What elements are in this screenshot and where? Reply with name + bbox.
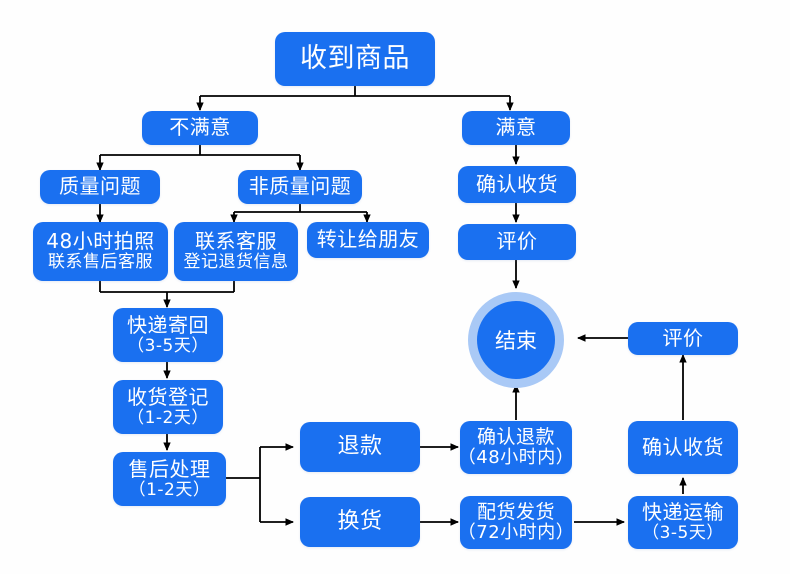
node-express-back[interactable]: 快递寄回 （3-5天）: [113, 308, 223, 362]
node-refund-label: 退款: [337, 434, 383, 460]
node-non-quality-issue-label: 非质量问题: [248, 174, 352, 199]
node-photo-48h[interactable]: 48小时拍照 联系售后客服: [33, 222, 168, 281]
node-express-transport-line1: 快递运输: [642, 500, 724, 525]
node-confirm-receipt-right-label: 确认收货: [642, 434, 724, 459]
node-confirm-receipt-top[interactable]: 确认收货: [458, 166, 576, 203]
node-receive-register-line2: （1-2天）: [127, 407, 209, 428]
node-confirm-receipt-right[interactable]: 确认收货: [628, 421, 738, 474]
node-exchange-label: 换货: [337, 509, 383, 535]
node-review-right[interactable]: 评价: [628, 322, 738, 355]
node-exchange[interactable]: 换货: [300, 497, 420, 547]
node-express-transport-line2: （3-5天）: [642, 523, 724, 544]
node-review-right-label: 评价: [662, 325, 704, 350]
node-end-label: 结束: [495, 329, 537, 353]
node-confirm-refund-line1: 确认退款: [476, 426, 555, 449]
node-receive-register-line1: 收货登记: [127, 384, 209, 409]
node-dispatch-ship-line1: 配货发货: [476, 501, 555, 524]
node-non-quality-issue[interactable]: 非质量问题: [238, 170, 362, 204]
node-transfer-friend[interactable]: 转让给朋友: [307, 222, 429, 258]
node-transfer-friend-label: 转让给朋友: [316, 227, 420, 252]
node-review-top[interactable]: 评价: [458, 224, 576, 260]
node-after-sales-line1: 售后处理: [128, 456, 211, 481]
node-quality-issue-label: 质量问题: [59, 174, 141, 199]
node-confirm-receipt-top-label: 确认收货: [476, 171, 558, 196]
node-after-sales-line2: （1-2天）: [128, 479, 211, 500]
node-express-back-line1: 快递寄回: [127, 312, 209, 337]
node-photo-48h-line1: 48小时拍照: [46, 229, 155, 254]
node-satisfied-label: 满意: [495, 115, 537, 140]
node-unsatisfied-label: 不满意: [169, 115, 231, 140]
node-express-transport[interactable]: 快递运输 （3-5天）: [628, 496, 738, 549]
node-refund[interactable]: 退款: [300, 422, 420, 472]
node-express-back-line2: （3-5天）: [127, 335, 209, 356]
node-receive-register[interactable]: 收货登记 （1-2天）: [113, 380, 223, 434]
node-unsatisfied[interactable]: 不满意: [142, 111, 258, 145]
node-received[interactable]: 收到商品: [275, 32, 435, 86]
node-after-sales[interactable]: 售后处理 （1-2天）: [113, 452, 226, 506]
node-dispatch-ship-line2: （72小时内）: [457, 522, 575, 544]
node-photo-48h-line2: 联系售后客服: [48, 252, 153, 273]
node-contact-service-line2: 登记退货信息: [183, 252, 289, 273]
node-satisfied[interactable]: 满意: [462, 111, 570, 145]
node-quality-issue[interactable]: 质量问题: [40, 170, 160, 204]
node-end[interactable]: 结束: [468, 292, 564, 388]
node-confirm-refund[interactable]: 确认退款 （48小时内）: [457, 421, 575, 474]
node-received-label: 收到商品: [300, 43, 410, 75]
node-contact-service[interactable]: 联系客服 登记退货信息: [174, 222, 298, 281]
node-confirm-refund-line2: （48小时内）: [457, 447, 575, 469]
node-review-top-label: 评价: [496, 229, 538, 254]
node-contact-service-line1: 联系客服: [195, 229, 277, 254]
node-dispatch-ship[interactable]: 配货发货 （72小时内）: [457, 496, 575, 549]
